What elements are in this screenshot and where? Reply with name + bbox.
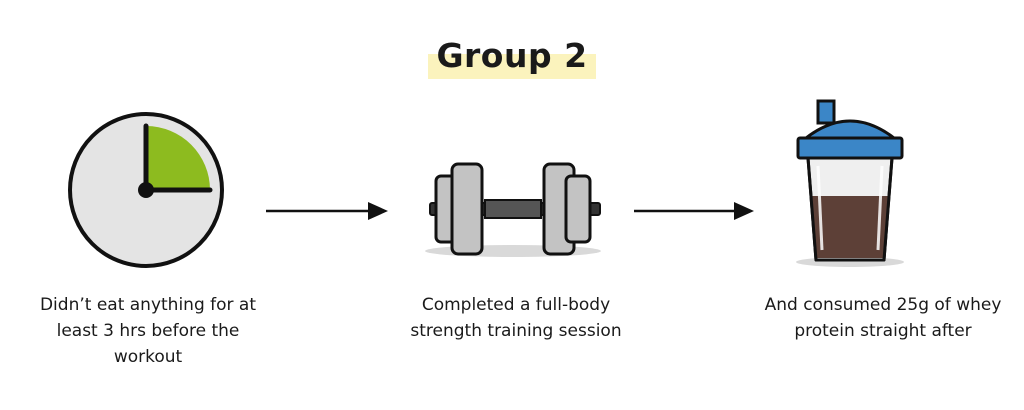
arrow-right-icon	[634, 202, 754, 220]
title-wrap: Group 2	[0, 36, 1024, 79]
step-caption-protein: And consumed 25g of whey protein straigh…	[764, 295, 1002, 341]
step-caption-training: Completed a full-body strength training …	[410, 295, 622, 341]
arrow-right-icon	[266, 202, 388, 220]
clock-icon	[68, 112, 224, 268]
step-caption-fasting: Didn’t eat anything for at least 3 hrs b…	[39, 295, 257, 367]
diagram-title: Group 2	[428, 36, 596, 79]
dumbbell-icon	[425, 162, 601, 257]
protein-shaker-icon	[796, 99, 904, 267]
